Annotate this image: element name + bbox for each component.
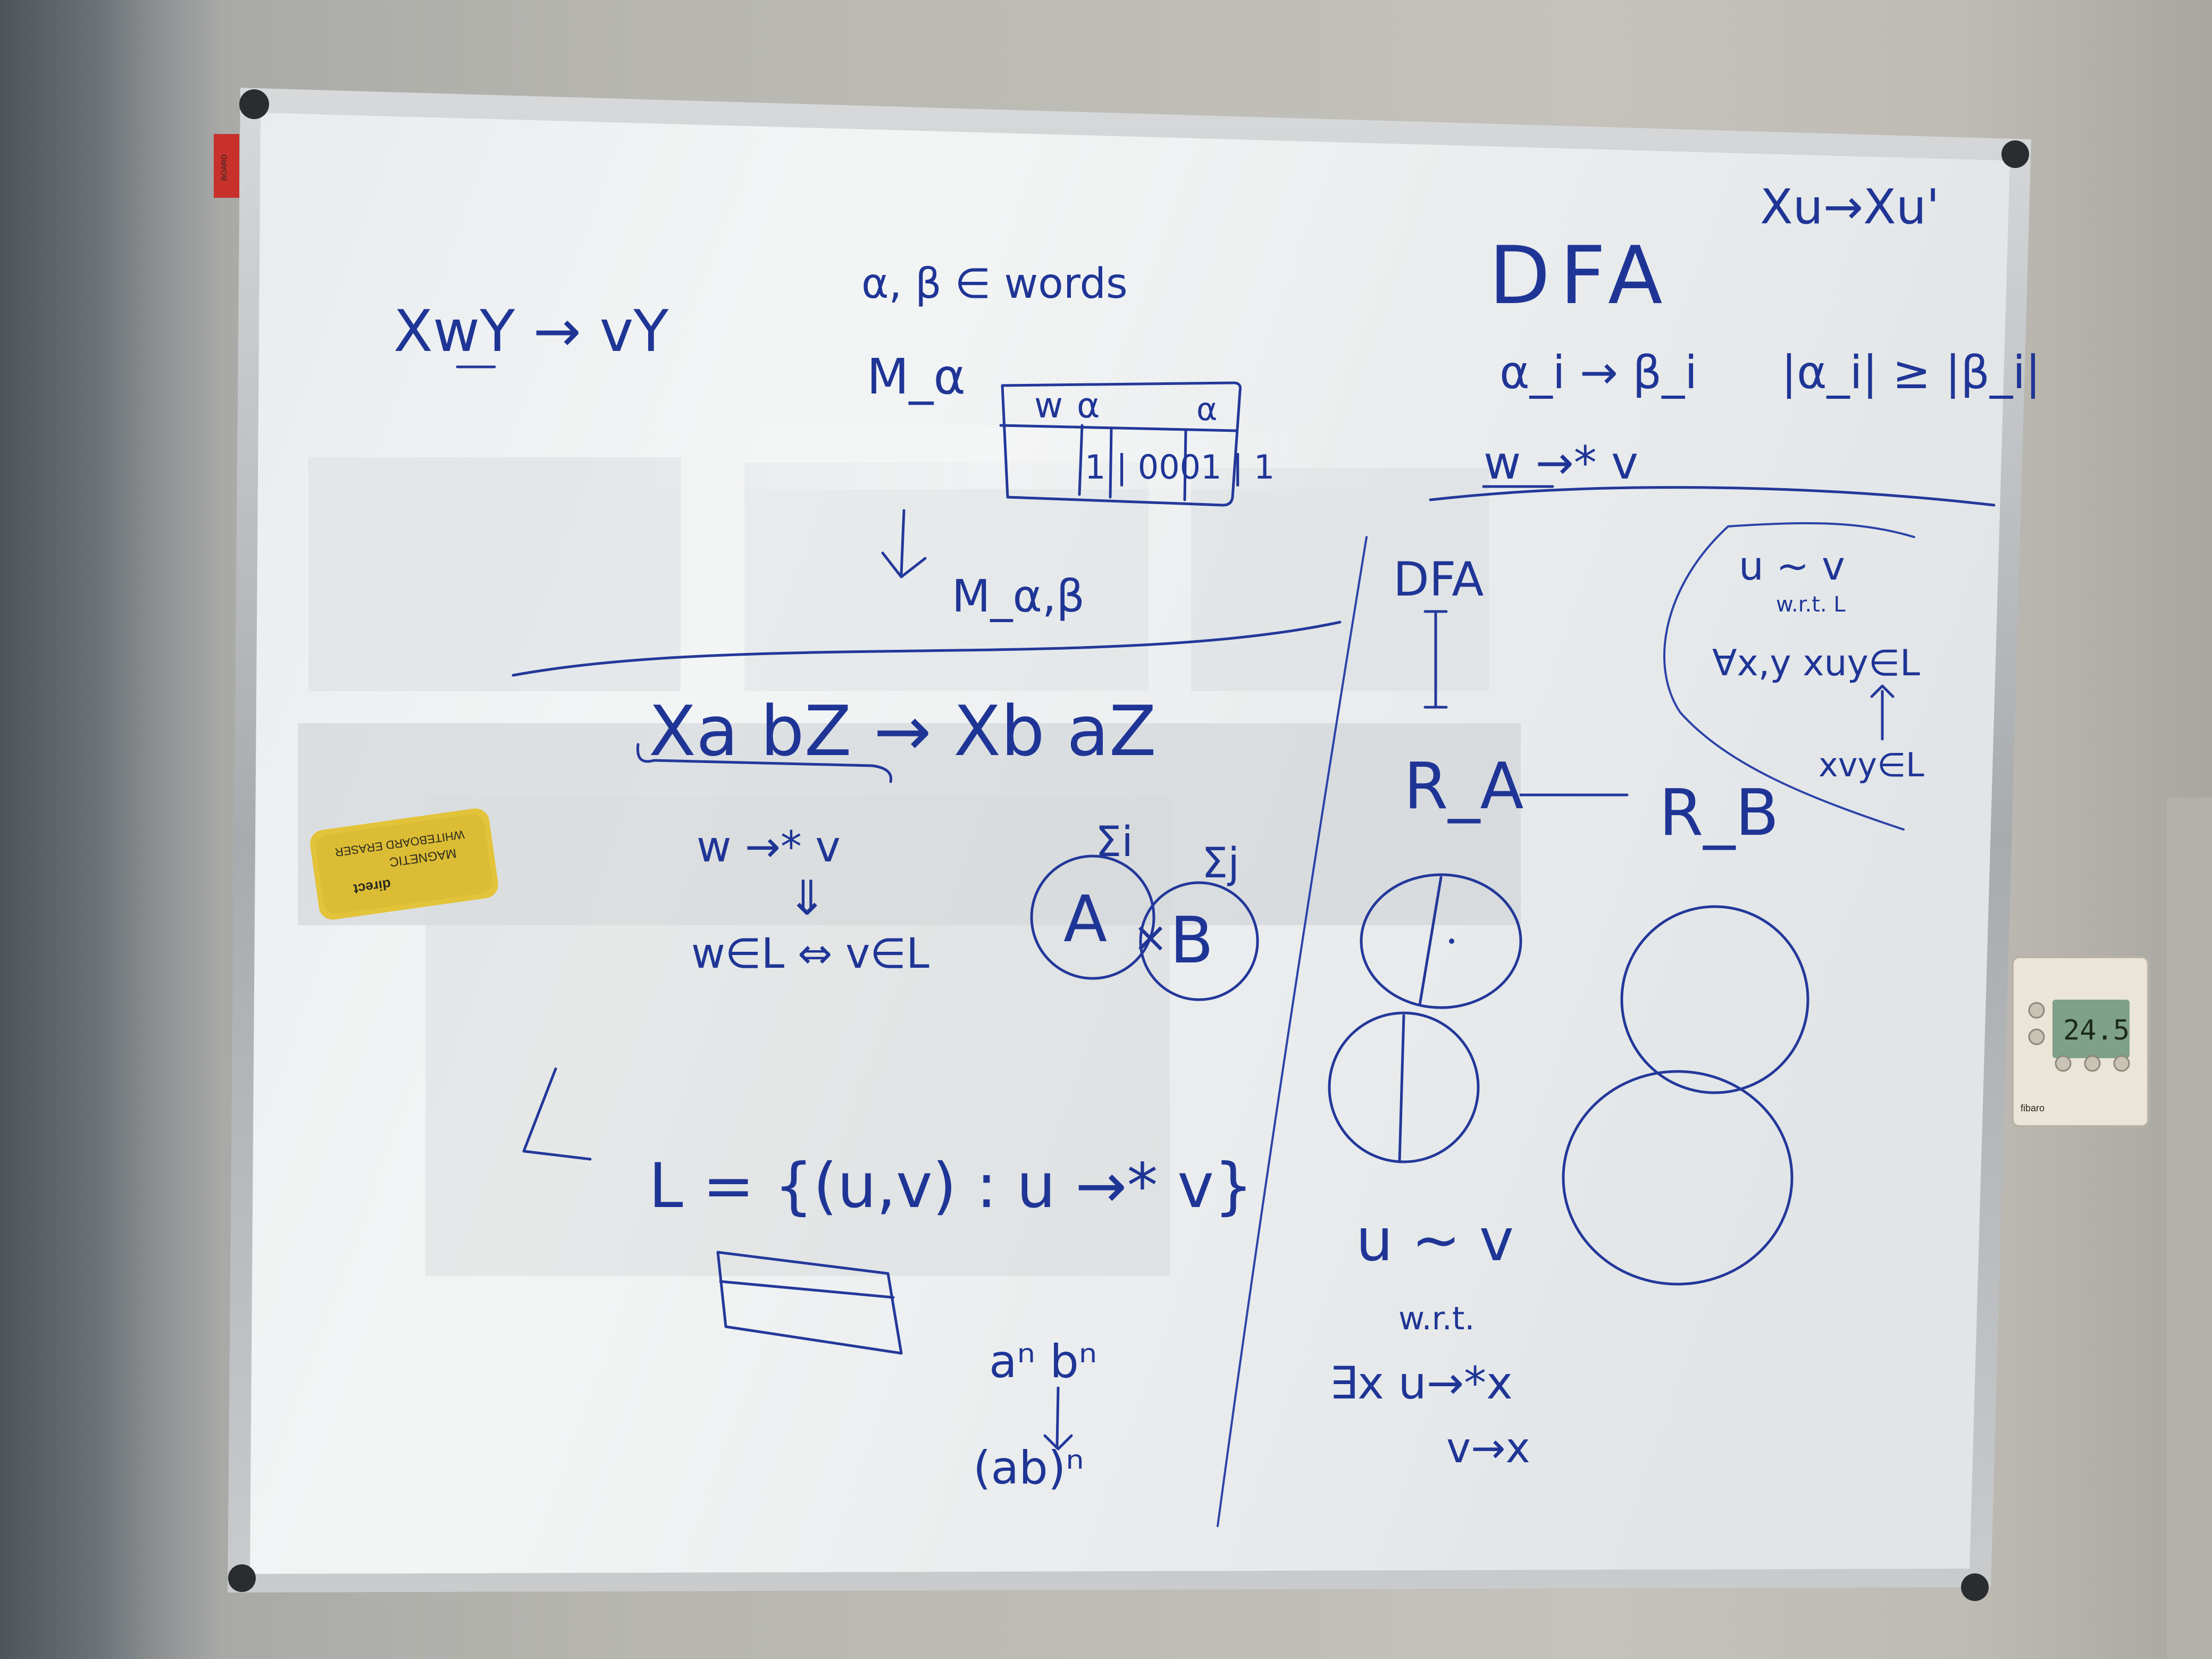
note-circle-b: B (1170, 904, 1213, 978)
note-sigma-j: Σj (1202, 840, 1239, 887)
thermostat-button[interactable] (2028, 1002, 2045, 1019)
tape-diagram: w α α 1 | 0001 | 1 (999, 381, 1275, 507)
thermostat-button[interactable] (2084, 1055, 2101, 1072)
note-r-b: R_B (1659, 776, 1779, 850)
note-exists-x: ∃x u→*x (1329, 1357, 1513, 1409)
note-alpha-beta-words: α, β ∈ words (861, 260, 1128, 308)
label-tag-text: BOARD (220, 154, 228, 181)
bubble-top (1727, 522, 1915, 538)
arrow-up-small (1870, 684, 1895, 741)
thermostat-brand: fibaro (2021, 1103, 2045, 1113)
note-top-right-rule: Xu→Xu' (1760, 179, 1940, 235)
note-congruence: u ∼ v (1739, 543, 1845, 589)
thermostat-button[interactable] (2055, 1055, 2072, 1072)
circle-b (1139, 881, 1259, 1001)
note-times: × (1133, 912, 1168, 962)
whiteboard-eraser[interactable]: direct MAGNETIC WHITEBOARD ERASER (308, 807, 500, 921)
divider-vertical (1217, 536, 1368, 1527)
note-length-condition: |α_i| ≥ |β_i| (1781, 346, 2041, 399)
note-w-reach-v: w →* v (697, 822, 841, 872)
tape-header-alpha2: α (1196, 391, 1218, 428)
updown-arrow (1423, 610, 1448, 709)
note-circle-a: A (1063, 883, 1107, 957)
arrow-down-an (1043, 1386, 1073, 1451)
big-l (522, 1067, 592, 1161)
tape-header-w: w (1034, 385, 1063, 426)
note-r-a: R_A (1404, 750, 1523, 824)
label-tag: BOARD (214, 134, 239, 198)
note-xwy-rule: XwY → vY (393, 298, 669, 365)
note-xvy-in-l: xvy∈L (1819, 745, 1924, 784)
note-v-to-x: v→x (1446, 1425, 1530, 1472)
note-membership-equiv: w∈L ⇔ v∈L (691, 930, 929, 978)
note-dfa-heading: DFA (1489, 230, 1672, 322)
frame-corner (2001, 140, 2029, 168)
circles-drawing-left (1328, 873, 1522, 1163)
note-congruence-sub: w.r.t. L (1776, 592, 1846, 617)
frame-corner (1961, 1573, 1989, 1601)
frame-corner (228, 1564, 256, 1592)
divider-left (512, 621, 1342, 677)
tape-cells: 1 | 0001 | 1 (1085, 448, 1275, 487)
note-xab-rule: Xa bZ → Xb aZ (649, 691, 1157, 772)
thermostat-reading: 24.5 (2063, 1015, 2130, 1046)
note-m-alpha-beta: M_α,β (952, 570, 1085, 622)
circles-drawing-right (1562, 905, 1809, 1286)
thermostat-button[interactable] (2113, 1055, 2130, 1072)
thermostat-display (2052, 1000, 2130, 1058)
note-m-alpha: M_α (867, 348, 966, 405)
note-u-sim-v: u ∼ v (1356, 1206, 1514, 1274)
tape-header-alpha: α (1077, 385, 1100, 426)
brick-wall (2167, 798, 2212, 1659)
note-reach-rule: w →* v (1484, 437, 1638, 490)
frame-corner (239, 89, 269, 119)
note-implies: ⇓ (787, 870, 827, 926)
note-wrt: w.r.t. (1398, 1300, 1474, 1337)
bubble-outline (1663, 525, 1905, 831)
note-an-bn: aⁿ bⁿ (989, 1335, 1097, 1388)
note-ab-n: (ab)ⁿ (973, 1442, 1084, 1495)
arrow-down (881, 509, 927, 579)
wall-thermostat[interactable]: 24.5 fibaro (2012, 956, 2149, 1127)
note-for-all-xy: ∀x,y xuy∈L (1712, 642, 1920, 684)
thermostat-button[interactable] (2028, 1028, 2045, 1045)
note-dfa-right: DFA (1393, 552, 1484, 607)
bracket-xab (636, 743, 893, 783)
note-sigma-i: Σi (1095, 818, 1133, 866)
circle-a (1030, 854, 1155, 980)
note-big-l-set: L = {(u,v) : u →* v} (649, 1150, 1253, 1222)
drawn-box (716, 1251, 903, 1355)
divider-right (1429, 486, 1996, 507)
note-alpha-beta-rule: α_i → β_i (1499, 346, 1697, 399)
